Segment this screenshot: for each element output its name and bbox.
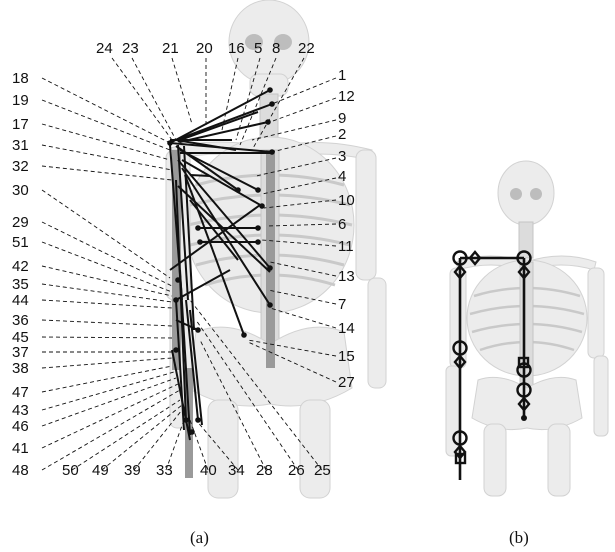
muscle-label: 41 xyxy=(12,440,29,457)
muscle-label: 28 xyxy=(256,462,273,479)
reference-bar-spine xyxy=(266,150,275,368)
muscle-label: 25 xyxy=(314,462,331,479)
muscle-label: 11 xyxy=(338,238,354,255)
skeleton-b-illustration xyxy=(446,161,608,496)
muscle-label: 21 xyxy=(162,40,179,57)
muscle-label: 19 xyxy=(12,92,29,109)
muscle-label: 15 xyxy=(338,348,355,365)
muscle-label: 7 xyxy=(338,296,346,313)
muscle-label: 16 xyxy=(228,40,245,57)
muscle-label: 35 xyxy=(12,276,29,293)
muscle-label: 17 xyxy=(12,116,29,133)
muscle-label: 29 xyxy=(12,214,29,231)
muscle-label: 27 xyxy=(338,374,355,391)
muscle-label: 34 xyxy=(228,462,245,479)
muscle-label: 2 xyxy=(338,126,346,143)
muscle-label: 50 xyxy=(62,462,79,479)
muscle-label: 23 xyxy=(122,40,139,57)
muscle-label: 47 xyxy=(12,384,29,401)
muscle-label: 20 xyxy=(196,40,213,57)
muscle-label: 44 xyxy=(12,292,29,309)
muscle-label: 6 xyxy=(338,216,346,233)
muscle-label: 22 xyxy=(298,40,315,57)
muscle-label: 8 xyxy=(272,40,280,57)
muscle-label: 39 xyxy=(124,462,141,479)
muscle-label: 38 xyxy=(12,360,29,377)
muscle-label: 30 xyxy=(12,182,29,199)
muscle-label: 46 xyxy=(12,418,29,435)
muscle-label: 31 xyxy=(12,137,29,154)
muscle-label: 10 xyxy=(338,192,355,209)
muscle-label: 4 xyxy=(338,168,346,185)
muscle-label: 24 xyxy=(96,40,113,57)
muscle-label: 18 xyxy=(12,70,29,87)
muscle-label: 49 xyxy=(92,462,109,479)
muscle-label: 1 xyxy=(338,67,346,84)
muscle-label: 40 xyxy=(200,462,217,479)
muscle-label: 32 xyxy=(12,158,29,175)
muscle-label: 37 xyxy=(12,344,29,361)
labels-bottom: 50 49 39 33 40 34 28 26 25 xyxy=(62,462,331,479)
muscle-label: 36 xyxy=(12,312,29,329)
panel-b: (b) xyxy=(446,161,608,547)
muscle-label: 33 xyxy=(156,462,173,479)
muscle-label: 42 xyxy=(12,258,29,275)
muscle-label: 43 xyxy=(12,402,29,419)
caption-b: (b) xyxy=(509,528,529,547)
muscle-label: 3 xyxy=(338,148,346,165)
caption-a: (a) xyxy=(190,528,209,547)
muscle-label: 26 xyxy=(288,462,305,479)
muscle-label: 48 xyxy=(12,462,29,479)
muscle-label: 9 xyxy=(338,110,346,127)
muscle-label: 12 xyxy=(338,88,355,105)
labels-left: 18 19 17 31 32 30 29 51 42 35 44 36 45 3… xyxy=(12,70,29,479)
panel-a: 24 23 21 20 16 5 8 22 1 12 9 2 3 4 10 6 … xyxy=(12,0,386,547)
muscle-label: 13 xyxy=(338,268,355,285)
muscle-label: 51 xyxy=(12,234,29,251)
muscle-label: 14 xyxy=(338,320,355,337)
muscle-label: 5 xyxy=(254,40,262,57)
